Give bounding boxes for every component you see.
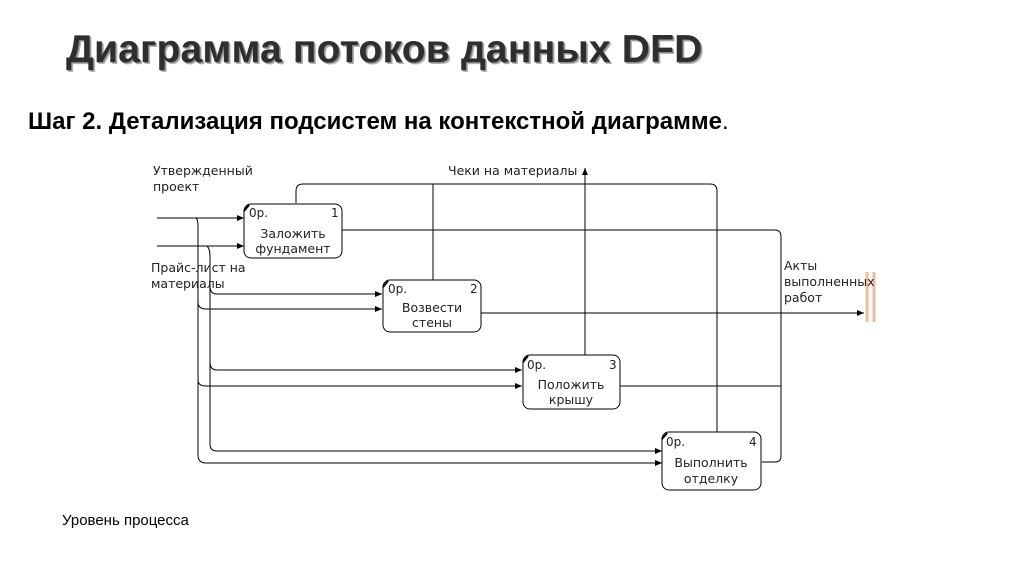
flow-project-to-3 bbox=[197, 379, 522, 389]
process-1-number: 1 bbox=[331, 206, 339, 220]
process-1-cost: 0р. bbox=[249, 206, 268, 220]
process-3-cost: 0р. bbox=[527, 358, 546, 372]
page-subtitle: Шаг 2. Детализация подсистем на контекст… bbox=[28, 108, 729, 136]
process-4-line1: Выполнить bbox=[674, 455, 747, 470]
label-price-line1: Прайс-лист на bbox=[151, 260, 246, 275]
flow-price-branch bbox=[206, 245, 662, 454]
label-price-line2: материалы bbox=[151, 276, 225, 291]
label-project-line2: проект bbox=[153, 179, 199, 194]
process-box-3: 0р. 3 Положить крышу bbox=[522, 354, 621, 410]
label-acts-line1: Акты bbox=[784, 258, 817, 273]
process-3-line1: Положить bbox=[538, 377, 605, 392]
process-2-cost: 0р. bbox=[388, 282, 407, 296]
process-3-number: 3 bbox=[609, 358, 617, 372]
label-receipts: Чеки на материалы bbox=[448, 163, 577, 178]
label-project-line1: Утвержденный bbox=[153, 163, 253, 178]
subtitle-tail: . bbox=[721, 108, 729, 135]
page-title: Диаграмма потоков данных DFD bbox=[66, 28, 703, 71]
label-acts-line2: выполненных bbox=[784, 274, 875, 289]
process-box-4: 0р. 4 Выполнить отделку bbox=[661, 431, 762, 491]
process-4-cost: 0р. bbox=[666, 435, 685, 449]
process-3-line2: крышу bbox=[549, 392, 594, 407]
subtitle-bold: Шаг 2. Детализация подсистем на контекст… bbox=[28, 108, 722, 135]
process-2-number: 2 bbox=[470, 282, 478, 296]
flow-price-to-3 bbox=[209, 361, 522, 373]
flow-top-bus bbox=[295, 183, 718, 432]
flow-price-to-2 bbox=[209, 285, 382, 297]
process-1-line1: Заложить bbox=[260, 226, 325, 241]
process-4-line2: отделку bbox=[684, 471, 739, 486]
process-box-1: 0р. 1 Заложить фундамент bbox=[243, 203, 343, 259]
flow-project-to-2 bbox=[197, 301, 382, 312]
flow-project-branch bbox=[195, 217, 662, 466]
label-acts-line3: работ bbox=[784, 290, 822, 305]
process-2-line1: Возвести bbox=[402, 300, 462, 315]
flow-out-1 bbox=[342, 229, 782, 463]
process-1-line2: фундамент bbox=[255, 241, 330, 256]
process-level-caption: Уровень процесса bbox=[62, 512, 189, 529]
process-4-number: 4 bbox=[749, 435, 757, 449]
process-2-line2: стены bbox=[412, 315, 452, 330]
process-box-2: 0р. 2 Возвести стены bbox=[382, 279, 482, 333]
